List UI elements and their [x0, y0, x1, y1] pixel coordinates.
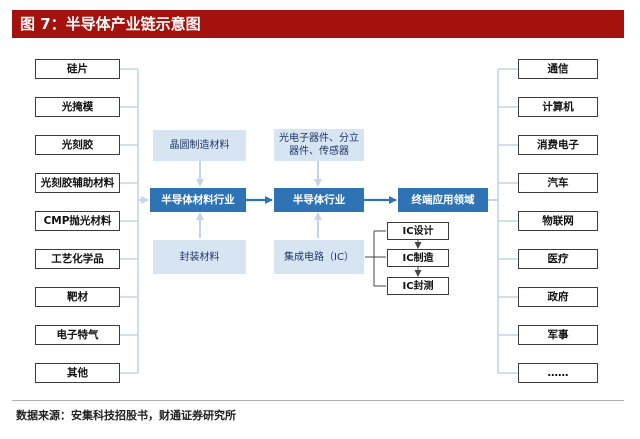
app-government: 政府: [518, 287, 598, 307]
material-cmp: CMP抛光材料: [35, 211, 120, 231]
semiconductor-industry-box: 半导体行业: [274, 188, 364, 212]
app-computer: 计算机: [518, 97, 598, 117]
ic-test-box: IC封测: [387, 277, 449, 295]
app-more: ……: [518, 363, 598, 383]
figure-title: 图 7：半导体产业链示意图: [20, 15, 201, 33]
app-consumer: 消费电子: [518, 135, 598, 155]
right-bracket: [497, 68, 518, 374]
packaging-materials-box: 封装材料: [153, 240, 246, 274]
app-iot: 物联网: [518, 211, 598, 231]
material-photoresist: 光刻胶: [35, 135, 120, 155]
app-auto: 汽车: [518, 173, 598, 193]
material-specialgas: 电子特气: [35, 325, 120, 345]
material-target: 靶材: [35, 287, 120, 307]
app-communication: 通信: [518, 59, 598, 79]
app-military: 军事: [518, 325, 598, 345]
components-box: 光电子器件、分立器件、传感器: [274, 129, 364, 161]
material-other: 其他: [35, 363, 120, 383]
left-bracket: [120, 68, 139, 374]
material-photomask: 光掩模: [35, 97, 120, 117]
app-medical: 医疗: [518, 249, 598, 269]
semiconductor-materials-box: 半导体材料行业: [150, 188, 246, 212]
ic-bracket: [365, 230, 386, 287]
ic-design-box: IC设计: [387, 222, 449, 240]
figure-header: 图 7：半导体产业链示意图: [12, 10, 624, 38]
footer-divider: [12, 400, 624, 401]
material-chemicals: 工艺化学品: [35, 249, 120, 269]
ic-box: 集成电路（IC）: [274, 240, 364, 274]
end-applications-box: 终端应用领域: [398, 188, 488, 212]
material-photoresist-aux: 光刻胶辅助材料: [35, 173, 120, 193]
wafer-materials-box: 晶圆制造材料: [153, 130, 246, 161]
ic-fab-box: IC制造: [387, 249, 449, 267]
source-note: 数据来源：安集科技招股书，财通证券研究所: [16, 409, 236, 422]
material-siliconwafer: 硅片: [35, 59, 120, 79]
